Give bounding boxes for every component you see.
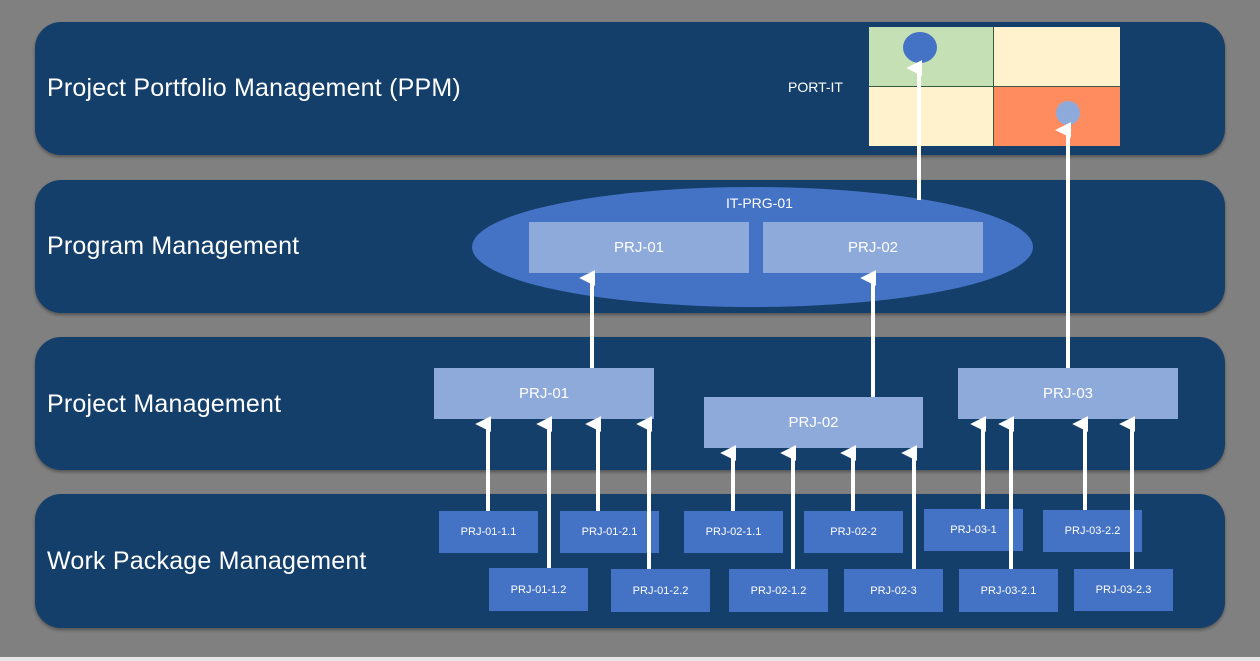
work-package-prj-03-1[interactable]: PRJ-03-1 [924,509,1023,551]
project-prj-02[interactable]: PRJ-02 [704,397,923,448]
bottom-strip [0,657,1260,661]
quadrant-top-right [994,27,1120,86]
work-package-prj-01-2-2[interactable]: PRJ-01-2.2 [611,569,710,612]
work-package-prj-03-2-2[interactable]: PRJ-03-2.2 [1043,510,1142,552]
project-prj-03[interactable]: PRJ-03 [958,368,1178,419]
work-package-prj-01-1-2[interactable]: PRJ-01-1.2 [489,568,588,611]
project-prj-01[interactable]: PRJ-01 [434,368,654,419]
portfolio-label: PORT-IT [788,79,843,95]
layer-label-workpackage: Work Package Management [47,547,367,575]
work-package-prj-02-3[interactable]: PRJ-02-3 [844,569,943,612]
layer-label-ppm: Project Portfolio Management (PPM) [47,74,461,102]
layer-label-program: Program Management [47,232,300,260]
portfolio-item-prj-03[interactable] [1056,101,1080,125]
work-package-prj-01-2-1[interactable]: PRJ-01-2.1 [560,511,659,553]
work-package-prj-03-2-1[interactable]: PRJ-03-2.1 [959,569,1058,612]
quadrant-bottom-left [869,87,993,146]
work-package-prj-02-1-2[interactable]: PRJ-02-1.2 [729,569,828,612]
program-label: IT-PRG-01 [726,195,793,211]
work-package-prj-01-1-1[interactable]: PRJ-01-1.1 [439,511,538,553]
portfolio-item-it-prg-01[interactable] [903,32,937,63]
program-project-prj-01[interactable]: PRJ-01 [529,222,749,273]
work-package-prj-03-2-3[interactable]: PRJ-03-2.3 [1074,569,1173,611]
layer-label-project: Project Management [47,390,282,418]
program-project-prj-02[interactable]: PRJ-02 [763,222,983,273]
work-package-prj-02-1-1[interactable]: PRJ-02-1.1 [684,511,783,553]
work-package-prj-02-2[interactable]: PRJ-02-2 [804,511,903,553]
